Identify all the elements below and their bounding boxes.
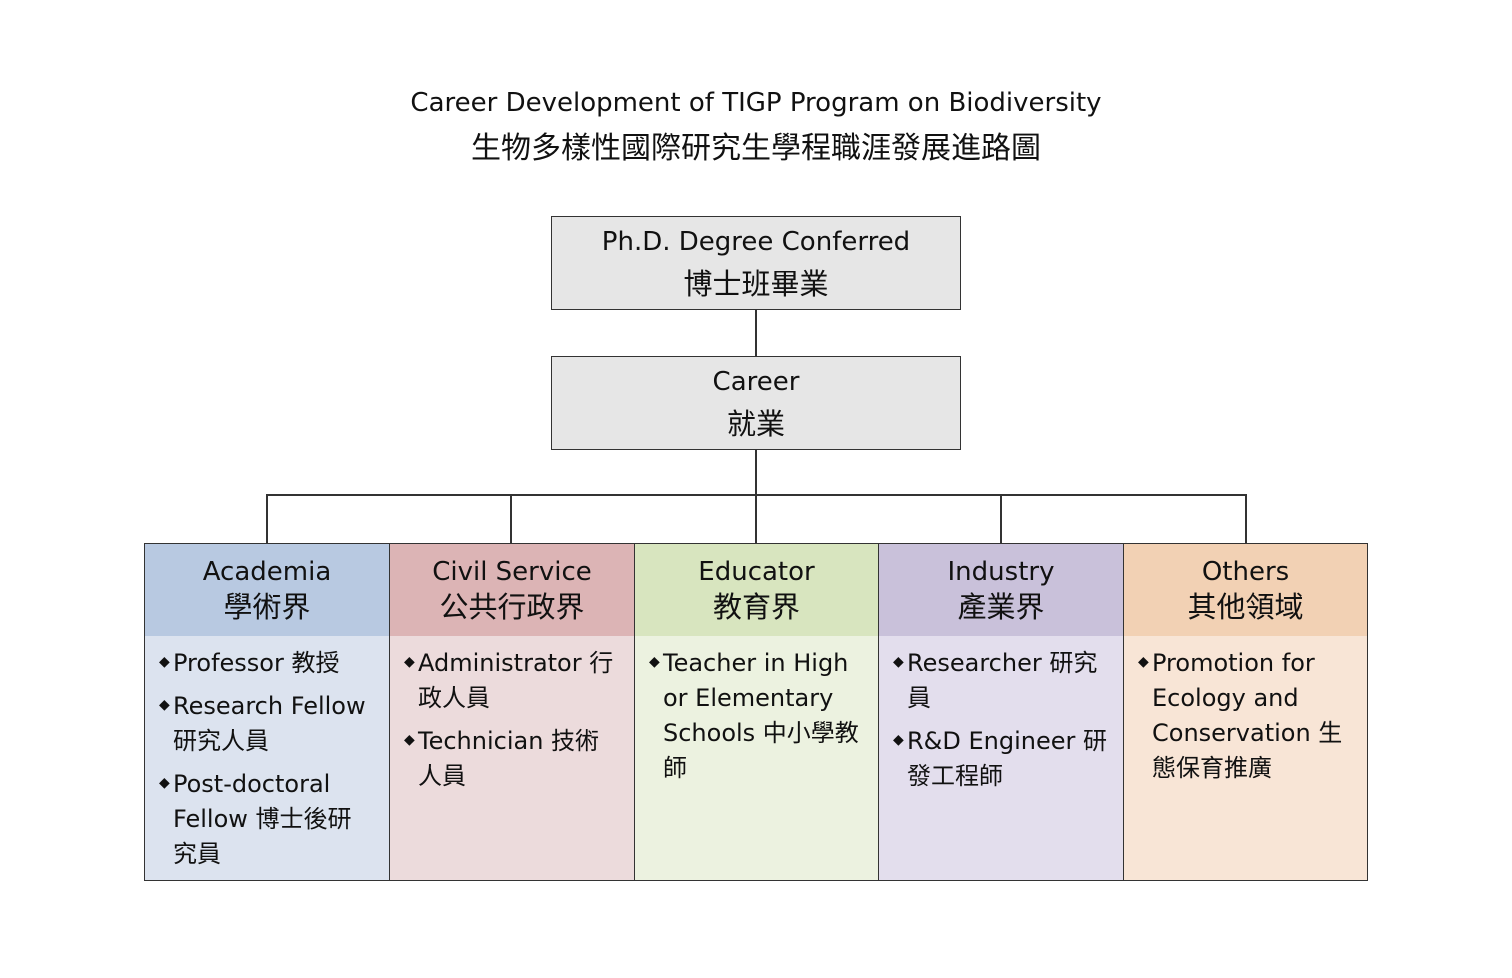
industry-title-chinese: 產業界 xyxy=(957,590,1045,624)
industry-column: Industry 產業界 ◆ Researcher 研究員 ◆ R&D Engi… xyxy=(878,543,1123,881)
industry-list: ◆ Researcher 研究員 ◆ R&D Engineer 研發工程師 xyxy=(879,636,1123,794)
others-list: ◆ Promotion for Ecology and Conservation… xyxy=(1124,636,1367,786)
educator-title: Educator xyxy=(698,557,815,587)
list-item: ◆ Promotion for Ecology and Conservation… xyxy=(1138,646,1353,786)
educator-title-chinese: 教育界 xyxy=(712,590,800,624)
list-item: ◆ R&D Engineer 研發工程師 xyxy=(893,724,1109,794)
item-text: R&D Engineer 研發工程師 xyxy=(907,727,1108,790)
others-header: Others 其他領域 xyxy=(1124,544,1367,636)
list-item: ◆ Technician 技術人員 xyxy=(404,724,620,794)
item-text: Teacher in High or Elementary Schools 中小… xyxy=(663,649,859,782)
item-text: Research Fellow 研究人員 xyxy=(173,692,366,755)
diamond-bullet-icon: ◆ xyxy=(893,732,904,748)
educator-list: ◆ Teacher in High or Elementary Schools … xyxy=(635,636,878,786)
others-column: Others 其他領域 ◆ Promotion for Ecology and … xyxy=(1123,543,1368,881)
diamond-bullet-icon: ◆ xyxy=(1138,654,1149,670)
industry-header: Industry 產業界 xyxy=(879,544,1123,636)
diagram-title: Career Development of TIGP Program on Bi… xyxy=(410,88,1102,118)
phd-degree-label: Ph.D. Degree Conferred xyxy=(601,227,911,257)
diagram-title-chinese: 生物多樣性國際研究生學程職涯發展進路圖 xyxy=(471,131,1041,166)
diamond-bullet-icon: ◆ xyxy=(159,775,170,791)
academia-list: ◆ Professor 教授 ◆ Research Fellow 研究人員 ◆ … xyxy=(145,636,389,872)
diamond-bullet-icon: ◆ xyxy=(649,654,660,670)
list-item: ◆ Professor 教授 xyxy=(159,646,375,681)
item-text: Technician 技術人員 xyxy=(418,727,600,790)
branch-drop-industry xyxy=(1000,494,1002,543)
academia-column: Academia 學術界 ◆ Professor 教授 ◆ Research F… xyxy=(144,543,389,881)
list-item: ◆ Researcher 研究員 xyxy=(893,646,1109,716)
item-text: Promotion for Ecology and Conservation 生… xyxy=(1152,649,1343,782)
list-item: ◆ Research Fellow 研究人員 xyxy=(159,689,375,759)
civil-service-title-chinese: 公共行政界 xyxy=(439,590,585,624)
academia-title: Academia xyxy=(202,557,332,587)
branch-drop-academia xyxy=(266,494,268,543)
academia-title-chinese: 學術界 xyxy=(223,590,311,624)
list-item: ◆ Teacher in High or Elementary Schools … xyxy=(649,646,864,786)
diamond-bullet-icon: ◆ xyxy=(159,654,170,670)
connector-root-career xyxy=(755,310,757,356)
list-item: ◆ Post-doctoral Fellow 博士後研究員 xyxy=(159,767,375,872)
branch-drop-others xyxy=(1245,494,1247,543)
diamond-bullet-icon: ◆ xyxy=(404,654,415,670)
civil-service-column: Civil Service 公共行政界 ◆ Administrator 行政人員… xyxy=(389,543,634,881)
others-title-chinese: 其他領域 xyxy=(1187,590,1304,624)
item-text: Post-doctoral Fellow 博士後研究員 xyxy=(173,770,352,868)
career-node: Career 就業 xyxy=(551,356,961,450)
item-text: Researcher 研究員 xyxy=(907,649,1098,712)
list-item: ◆ Administrator 行政人員 xyxy=(404,646,620,716)
career-label: Career xyxy=(712,367,800,397)
branch-drop-civil-service xyxy=(510,494,512,543)
civil-service-header: Civil Service 公共行政界 xyxy=(390,544,634,636)
diamond-bullet-icon: ◆ xyxy=(404,732,415,748)
item-text: Administrator 行政人員 xyxy=(418,649,614,712)
others-title: Others xyxy=(1201,557,1290,587)
industry-title: Industry xyxy=(947,557,1055,587)
diamond-bullet-icon: ◆ xyxy=(159,697,170,713)
academia-header: Academia 學術界 xyxy=(145,544,389,636)
phd-degree-label-chinese: 博士班畢業 xyxy=(683,267,829,301)
educator-header: Educator 教育界 xyxy=(635,544,878,636)
educator-column: Educator 教育界 ◆ Teacher in High or Elemen… xyxy=(634,543,878,881)
phd-degree-node: Ph.D. Degree Conferred 博士班畢業 xyxy=(551,216,961,310)
connector-career-branch xyxy=(755,450,757,495)
item-text: Professor 教授 xyxy=(173,649,340,677)
civil-service-title: Civil Service xyxy=(432,557,592,587)
career-label-chinese: 就業 xyxy=(726,407,785,441)
branch-drop-educator xyxy=(755,494,757,543)
diamond-bullet-icon: ◆ xyxy=(893,654,904,670)
civil-service-list: ◆ Administrator 行政人員 ◆ Technician 技術人員 xyxy=(390,636,634,794)
